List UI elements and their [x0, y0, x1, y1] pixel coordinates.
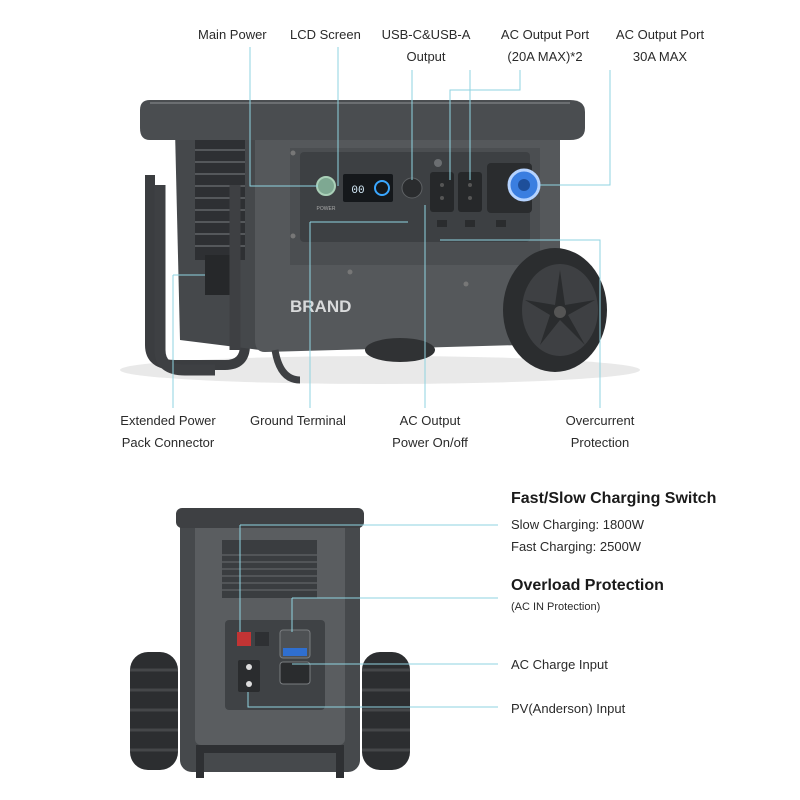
pv-anderson-port	[238, 660, 260, 692]
label-ac30-line2: 30A MAX	[632, 49, 688, 64]
label-pv-input: PV(Anderson) Input	[511, 701, 626, 716]
wheel-left	[130, 652, 178, 770]
label-ac20-line1: AC Output Port	[500, 27, 590, 42]
label-ext-line2: Pack Connector	[121, 435, 215, 450]
label-ac-30a: AC Output Port 30A MAX	[605, 24, 715, 68]
heading-overload-protection: Overload Protection	[511, 577, 664, 594]
ac-outlet-2	[458, 172, 482, 212]
label-ac20-line2: (20A MAX)*2	[507, 49, 583, 64]
label-lcd-screen: LCD Screen	[290, 27, 361, 42]
label-ac-power-onoff: AC Output Power On/off	[380, 410, 480, 454]
label-acpwr-line1: AC Output	[399, 413, 461, 428]
charging-switch	[237, 632, 251, 646]
label-slow-charging: Slow Charging: 1800W	[511, 517, 644, 532]
label-acpwr-line2: Power On/off	[392, 435, 468, 450]
label-usb-output: USB-C&USB-A Output	[378, 24, 474, 68]
label-overload-sub: (AC IN Protection)	[511, 601, 601, 613]
wheel-front	[503, 248, 607, 372]
ac-outlet-1	[430, 172, 454, 212]
label-ext-line1: Extended Power	[120, 413, 216, 428]
label-fast-charging: Fast Charging: 2500W	[511, 539, 642, 554]
usb-output-port	[401, 177, 423, 199]
label-overcurrent: Overcurrent Protection	[550, 410, 650, 454]
label-main-power: Main Power	[198, 27, 267, 42]
label-ac-20a: AC Output Port (20A MAX)*2	[490, 24, 600, 68]
label-ground-terminal: Ground Terminal	[250, 413, 346, 428]
main-power-button	[316, 176, 336, 196]
power-station-rear	[130, 508, 410, 778]
rear-vent	[222, 540, 317, 598]
bottom-callout-lines	[239, 524, 498, 708]
label-extended-pack: Extended Power Pack Connector	[108, 410, 228, 454]
label-ac30-line1: AC Output Port	[615, 27, 705, 42]
brand-text: BRAND	[290, 297, 351, 316]
top-callout-lines	[172, 47, 611, 408]
label-ac-charge-input: AC Charge Input	[511, 657, 608, 672]
wheel-right	[362, 652, 410, 770]
label-oc-line1: Overcurrent	[565, 413, 635, 428]
lcd-readout: 00	[351, 185, 364, 197]
ac-charge-input-port	[279, 661, 311, 685]
power-station-front: POWER 00 BRAND	[120, 100, 640, 384]
heading-charging-switch: Fast/Slow Charging Switch	[511, 490, 717, 507]
label-usb-line2: Output	[406, 49, 446, 64]
svg-text:POWER: POWER	[317, 206, 336, 212]
label-usb-line1: USB-C&USB-A	[381, 27, 471, 42]
label-oc-line2: Protection	[570, 435, 630, 450]
